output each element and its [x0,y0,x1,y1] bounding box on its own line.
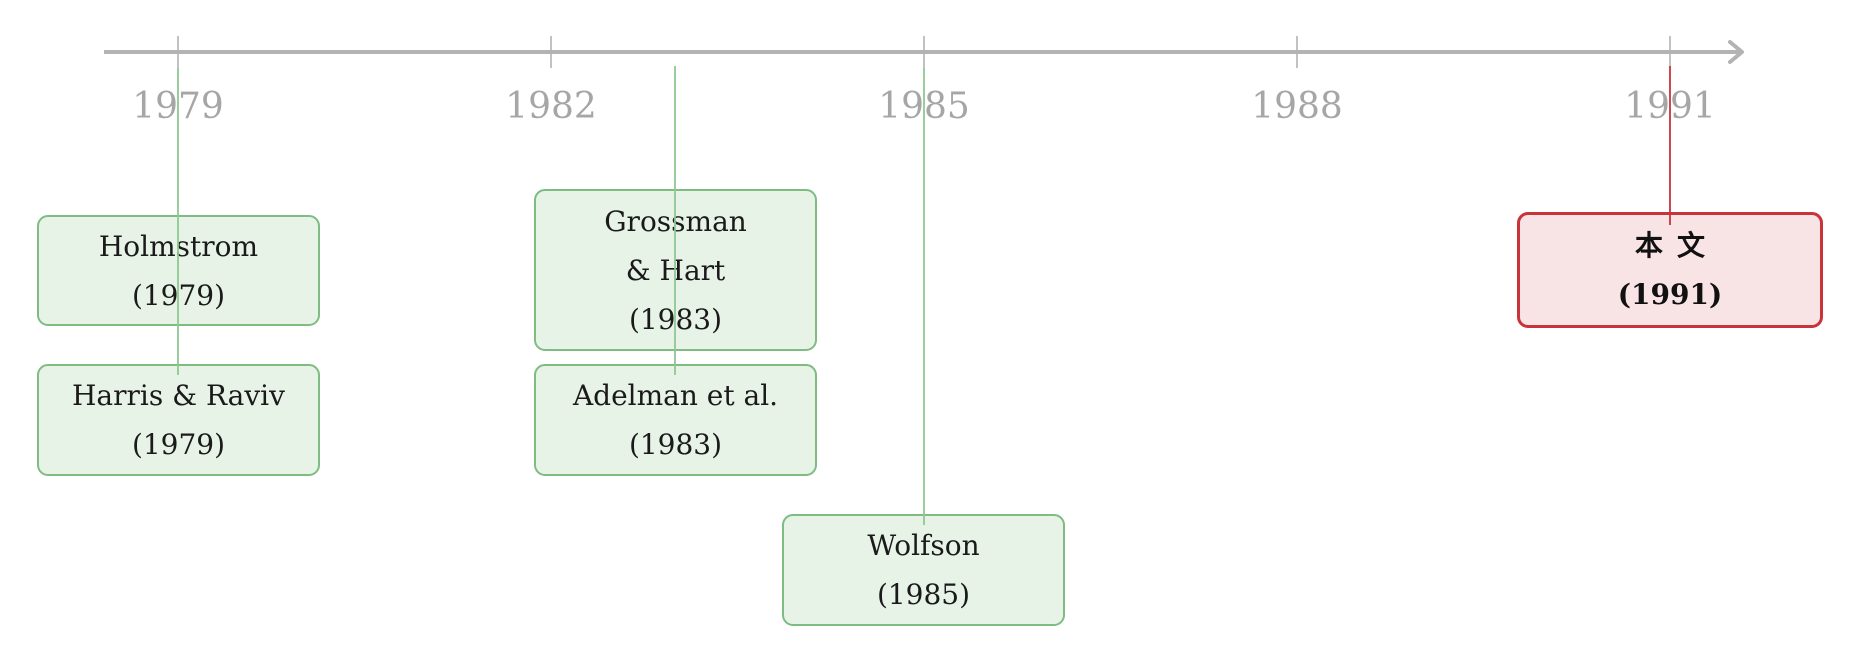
event-box-holmstrom: Holmstrom (1979) [37,215,320,326]
tick-label-1979: 1979 [132,86,224,127]
tick-label-1982: 1982 [505,86,597,127]
event-box-adelman: Adelman et al. (1983) [534,364,817,476]
event-label-line: (1979) [131,278,226,312]
tick-label-1988: 1988 [1251,86,1343,127]
event-box-harris-raviv: Harris & Raviv (1979) [37,364,320,476]
event-label-line: & Hart [625,253,726,287]
event-label-line: Harris & Raviv [72,379,285,412]
event-label-line: (1985) [876,578,971,611]
event-label-line: Wolfson [867,529,980,562]
axis-tick-labels: 1979 1982 1985 1988 1991 [132,86,1716,127]
event-label-line: 本文 [1634,229,1719,262]
axis-ticks [177,36,1671,68]
event-label-line: (1983) [628,428,723,461]
event-label-line: (1979) [131,428,226,461]
event-label-line: (1983) [628,302,723,336]
tick-label-1985: 1985 [878,86,970,127]
tick-label-1991: 1991 [1624,86,1716,127]
event-box-this-paper: 本文 (1991) [1517,212,1823,328]
event-label-line: (1991) [1617,278,1723,311]
axis-arrow-head [1728,40,1744,64]
event-label-line: Holmstrom [98,229,259,263]
event-label-line: Grossman [604,204,747,238]
event-box-grossman-hart: Grossman & Hart (1983) [534,189,817,351]
event-box-wolfson: Wolfson (1985) [782,514,1065,626]
event-label-line: Adelman et al. [572,379,779,412]
